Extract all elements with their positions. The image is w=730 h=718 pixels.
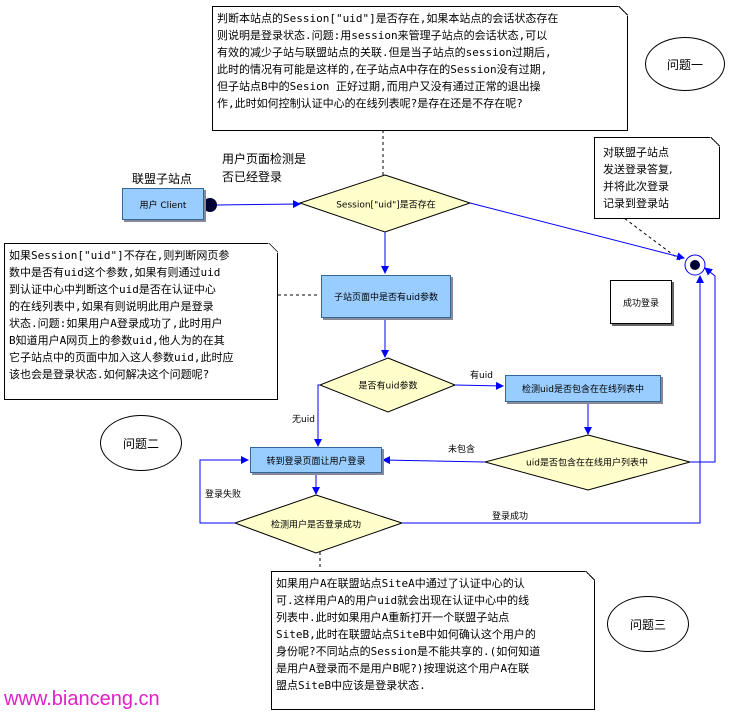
goto-login-box[interactable]: 转到登录页面让用户登录 xyxy=(250,447,382,473)
decision-has-uid-text: 是否有uid参数 xyxy=(358,381,418,392)
edge-login-success: 登录成功 xyxy=(492,512,529,522)
note-login-reply: 对联盟子站点 发送登录答复, 并将此次登录 记录到登录站 xyxy=(594,137,720,219)
arrow-fail-loop xyxy=(199,456,249,524)
note2-connector xyxy=(619,214,681,261)
check-param-box[interactable]: 子站页面中是否有uid参数 xyxy=(321,275,451,318)
decision-online-text: uid是否包含在在线用户列表中 xyxy=(526,458,648,469)
client-box[interactable]: 用户 Client xyxy=(122,188,204,220)
arrow-hasuid-login xyxy=(314,384,322,447)
decision-uid-online xyxy=(483,434,692,491)
edge-no-uid: 无uid xyxy=(292,415,315,425)
note-session-check: 判断本站点的Session["uid"]是否存在,如果本站点的会话状态存在 则说… xyxy=(212,6,628,131)
decision-login-success xyxy=(233,494,404,554)
note-uid-param: 如果Session["uid"]不存在,则判断网页参 数中是否有uid这个参数,… xyxy=(4,243,278,400)
check-label-line1: 用户页面检测是 xyxy=(222,152,307,166)
edge-has-uid: 有uid xyxy=(470,371,493,381)
note-cross-site: 如果用户A在联盟站点SiteA中通过了认证中心的认 可.这样用户A的用户uid就… xyxy=(271,571,595,710)
edge-login-fail: 登录失败 xyxy=(205,490,242,500)
check-online-box[interactable]: 检测uid是否包含在在线列表中 xyxy=(505,375,661,402)
edge-not-contained: 未包含 xyxy=(448,445,476,455)
decision-has-uid xyxy=(318,357,457,413)
arrow-client-decision xyxy=(216,200,301,209)
check-label-line2: 否已经登录 xyxy=(222,170,283,184)
arrow-hasuid-online xyxy=(454,381,504,390)
question-two: 问题二 xyxy=(100,415,182,471)
watermark: www.bianceng.cn xyxy=(4,688,160,710)
arrow-decision-end xyxy=(469,202,685,261)
start-node xyxy=(203,198,217,212)
decision-login-text: 检测用户是否登录成功 xyxy=(270,520,362,531)
arrow-notcontained-login xyxy=(382,456,486,465)
login-success-box: 成功登录 xyxy=(610,280,672,324)
swimlane-title: 联盟子站点 xyxy=(132,172,193,186)
decision-session-text: Session["uid"]是否存在 xyxy=(336,200,436,211)
arrow-contained-end xyxy=(690,267,716,463)
arrow-success-end xyxy=(402,275,704,524)
question-one: 问题一 xyxy=(645,37,725,91)
question-three: 问题三 xyxy=(607,596,689,652)
